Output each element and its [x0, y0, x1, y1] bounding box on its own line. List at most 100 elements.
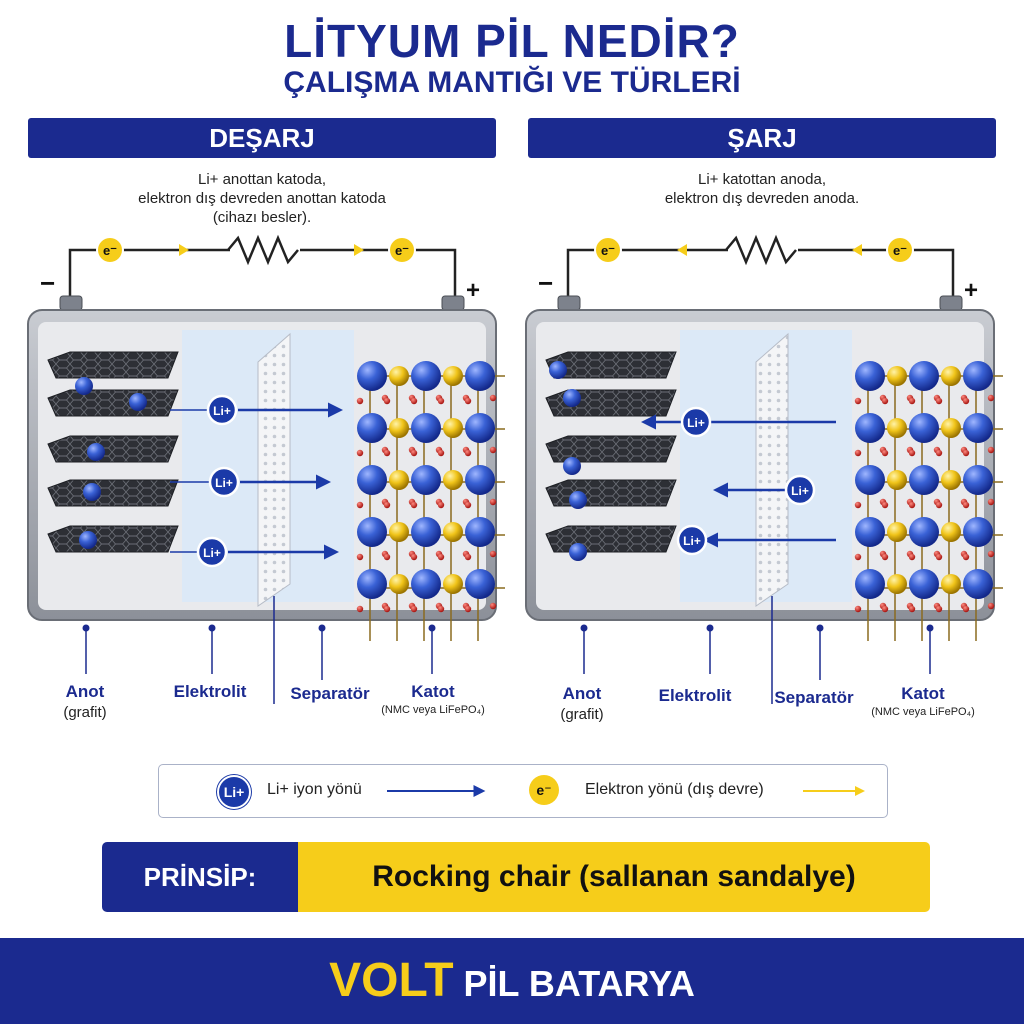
lithium-ion-anode [87, 443, 105, 461]
oxygen-atom [464, 553, 472, 561]
oxygen-atom [854, 397, 862, 405]
lithium-ion-cathode [855, 465, 885, 495]
discharge-anode-label: Anot (grafit) [35, 682, 135, 721]
metal-ion [443, 418, 463, 438]
page-title: LİTYUM PİL NEDİR? [284, 15, 740, 67]
oxygen-atom [489, 550, 497, 558]
electron-badge [886, 236, 914, 264]
electron-symbol: e⁻ [893, 243, 907, 258]
cathode-sub-text: (NMC veya LiFePO₄) [381, 704, 485, 716]
positive-terminal-sign: + [466, 277, 480, 304]
positive-terminal [939, 295, 963, 311]
lithium-ion-cathode [963, 465, 993, 495]
discharge-desc-line: elektron dış devreden anottan katoda [138, 190, 386, 207]
lithium-ion-cathode [357, 413, 387, 443]
oxygen-atom [962, 449, 970, 457]
electron-arrow [852, 244, 862, 256]
graphite-layer [545, 479, 677, 507]
metal-ion [443, 470, 463, 490]
charge-battery: e⁻e⁻−+Li+Li+Li+ [525, 234, 1003, 704]
resistor-gap [728, 240, 798, 260]
li-ion-badge [206, 394, 238, 426]
metal-ion [887, 366, 907, 386]
metal-ion [389, 574, 409, 594]
metal-ion [887, 574, 907, 594]
oxygen-atom [464, 449, 472, 457]
negative-terminal-sign: − [40, 268, 55, 298]
anode-label-text: Anot [562, 684, 602, 703]
separator-membrane [257, 332, 291, 607]
lithium-ion-anode [569, 543, 587, 561]
metal-ion [941, 470, 961, 490]
cathode-label-text: Katot [901, 684, 945, 703]
legend: Li+ Li+ iyon yönü e⁻ Elektron yönü (dış … [158, 764, 888, 818]
lithium-ion-cathode [465, 517, 495, 547]
lithium-ion-cathode [465, 413, 495, 443]
oxygen-atom [383, 605, 391, 613]
negative-terminal-sign: − [538, 268, 553, 298]
lithium-ion-cathode [411, 569, 441, 599]
anode-sub-text: (grafit) [560, 706, 604, 723]
oxygen-atom [935, 605, 943, 613]
discharge-electrolyte-label: Elektrolit [173, 682, 247, 701]
metal-ion [443, 522, 463, 542]
electron-arrow [677, 244, 687, 256]
metal-ion [887, 470, 907, 490]
graphite-layer [47, 525, 179, 553]
metal-ion [389, 366, 409, 386]
li-ion-badge: Li+ [217, 775, 251, 809]
metal-ion [941, 522, 961, 542]
lithium-ion-cathode [357, 517, 387, 547]
li-ion-badge [196, 536, 228, 568]
legend-electron-arrow [803, 786, 865, 796]
oxygen-atom [881, 501, 889, 509]
electron-arrow [354, 244, 364, 256]
oxygen-atom [987, 498, 995, 506]
oxygen-atom [489, 602, 497, 610]
negative-terminal [59, 295, 83, 311]
li-ion-symbol: Li+ [687, 416, 705, 430]
graphite-layer [545, 435, 677, 463]
li-ion-symbol: Li+ [791, 484, 809, 498]
oxygen-atom [356, 605, 364, 613]
oxygen-atom [410, 553, 418, 561]
lithium-ion-cathode [909, 465, 939, 495]
metal-ion [941, 418, 961, 438]
lithium-ion-cathode [963, 569, 993, 599]
oxygen-atom [437, 605, 445, 613]
lithium-ion-cathode [357, 465, 387, 495]
oxygen-atom [962, 553, 970, 561]
oxygen-atom [987, 446, 995, 454]
lithium-ion-cathode [963, 517, 993, 547]
principle-banner: PRİNSİP: Rocking chair (sallanan sandaly… [102, 842, 930, 912]
electron-badge [594, 236, 622, 264]
positive-terminal [441, 295, 465, 311]
oxygen-atom [908, 449, 916, 457]
lithium-ion-cathode [411, 361, 441, 391]
charge-separator-label: Separatör [774, 688, 854, 707]
oxygen-atom [410, 397, 418, 405]
lithium-ion-cathode [465, 569, 495, 599]
charge-anode-label: Anot (grafit) [532, 684, 632, 723]
principle-label: PRİNSİP: [102, 842, 298, 912]
oxygen-atom [410, 501, 418, 509]
oxygen-atom [383, 501, 391, 509]
oxygen-atom [881, 449, 889, 457]
discharge-battery: e⁻e⁻−+Li+Li+Li+ [27, 234, 505, 704]
li-ion-badge [784, 474, 816, 506]
oxygen-atom [464, 605, 472, 613]
metal-ion [887, 418, 907, 438]
oxygen-atom [935, 397, 943, 405]
electron-symbol: e⁻ [103, 243, 117, 258]
electron-symbol: e⁻ [395, 243, 409, 258]
metal-ion [941, 574, 961, 594]
graphite-layer [47, 351, 179, 379]
oxygen-atom [356, 397, 364, 405]
metal-ion [941, 366, 961, 386]
principle-text: Rocking chair (sallanan sandalye) [298, 842, 930, 912]
oxygen-atom [908, 605, 916, 613]
discharge-desc-line: (cihazı besler). [212, 209, 312, 226]
discharge-desc-line: Li+ anottan katoda, [197, 171, 327, 188]
graphite-layer [47, 479, 179, 507]
li-ion-badge [680, 406, 712, 438]
